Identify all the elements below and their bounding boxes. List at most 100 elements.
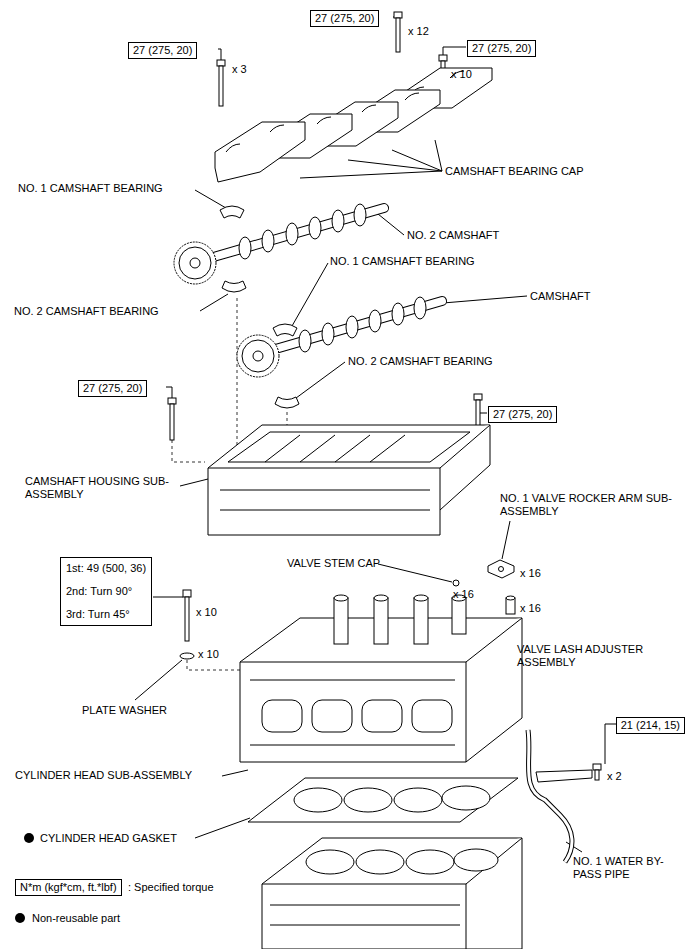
quantity-label: x 16	[520, 567, 541, 580]
torque-spec-box: 1st: 49 (500, 36)2nd: Turn 90°3rd: Turn …	[60, 557, 152, 626]
non-reusable-mark-part	[15, 913, 25, 923]
water-by-pass-pipe	[528, 730, 592, 862]
leader-lines	[135, 17, 616, 852]
part-name: CYLINDER HEAD GASKET	[40, 832, 177, 845]
bolts-part	[185, 597, 189, 641]
bolts-part	[593, 764, 601, 770]
leader-lines-part	[435, 140, 442, 171]
cylinder-head-gasket-part	[294, 788, 342, 812]
valve-parts-part	[488, 560, 514, 578]
part-name: VALVE LASH ADJUSTER ASSEMBLY	[517, 643, 682, 669]
quantity-label: x 10	[196, 606, 217, 619]
cylinder-head-part	[362, 700, 402, 732]
torque-value: 3rd: Turn 45°	[66, 608, 146, 621]
cylinder-block-part	[406, 850, 454, 874]
leader-lines-part	[300, 171, 442, 178]
camshafts-part	[190, 258, 200, 268]
quantity-label: x 16	[520, 602, 541, 615]
torque-spec-box: 27 (275, 20)	[488, 406, 557, 423]
part-name: CAMSHAFT BEARING CAP	[445, 165, 584, 178]
leader-lines-part	[292, 263, 328, 326]
leader-lines-part	[443, 296, 527, 303]
valve-parts-part	[499, 567, 504, 572]
cylinder-head-part	[374, 595, 388, 601]
torque-value: 27 (275, 20)	[493, 408, 552, 421]
camshafts	[174, 204, 442, 377]
camshafts-part	[179, 247, 211, 279]
bearing-shells-part	[220, 206, 244, 218]
camshaft-housing-part	[208, 425, 490, 510]
torque-value: 1st: 49 (500, 36)	[66, 562, 146, 575]
bearing-shells	[220, 206, 299, 408]
non-reusable-mark	[15, 833, 34, 923]
leader-lines-part	[378, 214, 404, 235]
camshafts-part	[239, 237, 251, 259]
bolts-part	[168, 398, 176, 404]
water-by-pass-pipe-part	[528, 730, 572, 862]
camshafts-part	[369, 310, 381, 332]
part-name: CAMSHAFT HOUSING SUB-ASSEMBLY	[25, 475, 175, 501]
cylinder-head-part	[312, 700, 352, 732]
torque-spec-box: 21 (214, 15)	[616, 717, 685, 734]
torque-spec-box: 27 (275, 20)	[310, 10, 379, 27]
part-name: NO. 1 WATER BY-PASS PIPE	[573, 855, 681, 881]
camshafts-part	[286, 223, 298, 245]
cylinder-head-part	[374, 598, 388, 644]
torque-value: N*m (kgf*cm, ft.*lbf)	[20, 881, 117, 894]
torque-spec-box: 27 (275, 20)	[467, 40, 536, 57]
valve-parts-part	[506, 596, 515, 600]
cylinder-block-part	[270, 905, 460, 925]
legend-text: Non-reusable part	[32, 912, 120, 925]
camshaft-housing-part	[265, 435, 405, 462]
dashed-guides-part	[172, 440, 205, 462]
camshafts-part	[346, 316, 358, 338]
part-name: VALVE STEM CAP	[287, 557, 380, 570]
dashed-guides-part	[187, 660, 240, 670]
leader-lines-part	[292, 362, 345, 401]
leader-lines-part	[443, 47, 466, 55]
cylinder-head-gasket-part	[248, 778, 518, 822]
bolts-part	[396, 18, 400, 52]
cylinder-block-part	[262, 838, 522, 949]
leader-lines-part	[502, 521, 510, 559]
bolts-part	[219, 66, 223, 106]
dashed-guides	[172, 298, 510, 670]
cylinder-block-part	[262, 838, 522, 949]
non-reusable-mark-part	[24, 833, 34, 843]
leader-lines-part	[166, 387, 172, 398]
camshaft-housing-part	[228, 432, 470, 462]
part-name: NO. 1 VALVE ROCKER ARM SUB-ASSEMBLY	[500, 492, 680, 518]
torque-value: 27 (275, 20)	[133, 44, 192, 57]
quantity-label: x 10	[198, 648, 219, 661]
cylinder-block	[262, 838, 522, 949]
cylinder-head-part	[334, 598, 348, 644]
bolts-part	[439, 55, 447, 61]
camshaft-housing-part	[220, 490, 430, 510]
cylinder-block-part	[454, 849, 498, 871]
quantity-label: x 16	[453, 588, 474, 601]
torque-spec-box: 27 (275, 20)	[78, 380, 147, 397]
legend-torque-box: N*m (kgf*cm, ft.*lbf)	[15, 879, 122, 896]
camshafts-part	[332, 210, 344, 232]
quantity-label: x 2	[607, 770, 622, 783]
leader-lines-part	[392, 150, 442, 171]
leader-lines-part	[605, 724, 616, 764]
cylinder-head-part	[334, 595, 348, 601]
camshafts-part	[354, 204, 366, 226]
camshafts-part	[309, 217, 321, 239]
part-name: NO. 2 CAMSHAFT BEARING	[348, 355, 493, 368]
torque-spec-box: 27 (275, 20)	[128, 42, 197, 59]
camshafts-part	[242, 340, 274, 372]
leader-lines-part	[222, 770, 248, 776]
torque-value: 27 (275, 20)	[472, 42, 531, 55]
camshafts-part	[322, 323, 334, 345]
cylinder-head-part	[414, 598, 428, 644]
torque-value: 27 (275, 20)	[315, 12, 374, 25]
part-name: PLATE WASHER	[82, 704, 167, 717]
cylinder-head-gasket-part	[344, 788, 392, 812]
cylinder-head	[240, 595, 522, 762]
bolts-part	[595, 770, 599, 780]
legend-text: : Specified torque	[128, 881, 214, 894]
cylinder-block-part	[306, 850, 354, 874]
torque-value: 27 (275, 20)	[83, 382, 142, 395]
